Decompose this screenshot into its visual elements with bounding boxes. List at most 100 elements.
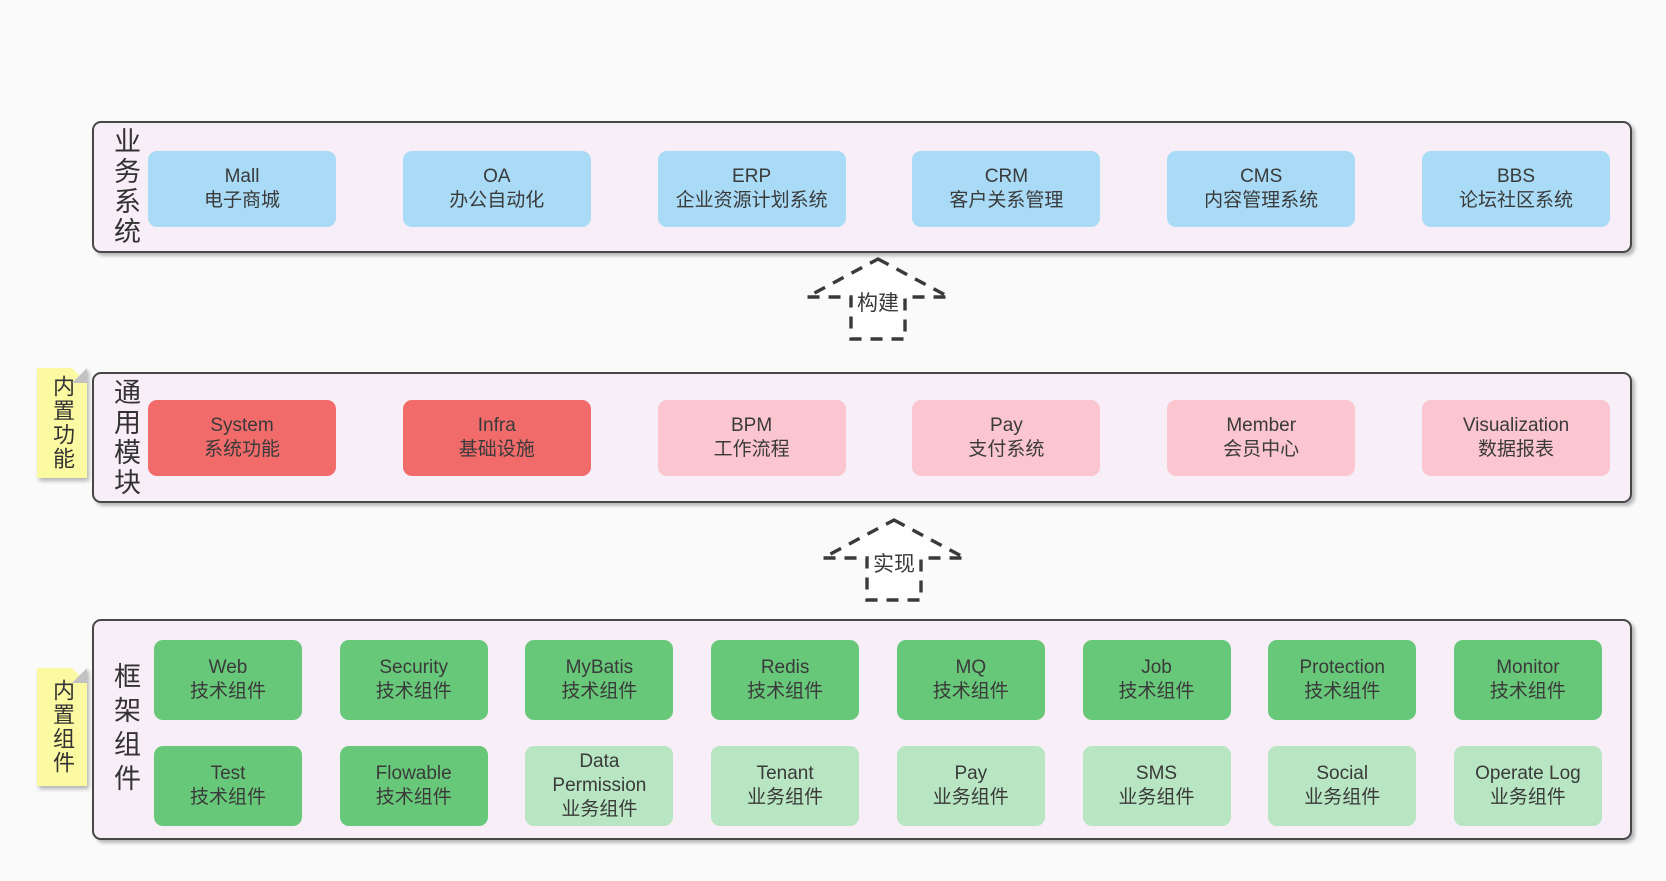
box-subtitle: 论坛社区系统 [1458,190,1573,211]
box-subtitle: 业务组件 [1489,787,1566,808]
band-label-common-modules: 通用模块 [110,377,140,498]
box-test: Test 技术组件 [154,746,302,826]
box-title: Flowable [375,763,452,785]
box-title: BBS [1496,166,1535,188]
box-erp: ERP 企业资源计划系统 [657,151,846,227]
box-subtitle: 技术组件 [561,681,638,702]
box-title: OA [483,166,511,188]
box-pay: Pay 支付系统 [912,400,1101,476]
box-subtitle: 工作流程 [713,439,790,460]
box-subtitle: 会员中心 [1223,439,1300,460]
box-title: CMS [1240,166,1283,188]
box-job: Job 技术组件 [1082,640,1231,720]
box-subtitle: 业务组件 [747,787,824,808]
box-title: Pay [954,763,988,785]
box-system: System 系统功能 [148,400,336,476]
box-oa: OA 办公自动化 [402,151,591,227]
box-title: System [210,415,274,437]
sticky-note-built-in-features: 内置功能 [37,368,87,478]
modules-boxes-row: System 系统功能 Infra 基础设施 BPM 工作流程 Pay 支付系统… [148,400,1610,476]
box-subtitle: 技术组件 [189,681,266,702]
box-title: Tenant [756,763,814,785]
box-bbs: BBS 论坛社区系统 [1421,151,1610,227]
box-subtitle: 支付系统 [968,439,1045,460]
box-title: Operate Log [1475,763,1581,785]
box-data-permission: Data Permission 业务组件 [525,746,674,826]
box-operate-log: Operate Log 业务组件 [1453,746,1602,826]
components-row-2: Test 技术组件 Flowable 技术组件 Data Permission … [154,746,1602,826]
box-subtitle: 数据报表 [1477,439,1554,460]
band-label-framework-components: 框架组件 [110,661,140,798]
box-title: Mall [224,166,260,188]
box-subtitle: 技术组件 [375,787,452,808]
box-subtitle: 内容管理系统 [1204,190,1319,211]
box-title: Social [1316,763,1369,785]
box-mybatis: MyBatis 技术组件 [525,640,674,720]
box-subtitle: 业务组件 [1118,787,1195,808]
band-common-modules: 通用模块 System 系统功能 Infra 基础设施 BPM 工作流程 Pay… [92,372,1632,503]
box-sms: SMS 业务组件 [1082,746,1231,826]
box-subtitle: 办公自动化 [449,190,545,211]
box-cms: CMS 内容管理系统 [1167,151,1356,227]
sticky-note-built-in-components: 内置组件 [37,668,87,786]
box-subtitle: 企业资源计划系统 [675,190,828,211]
box-member: Member 会员中心 [1167,400,1356,476]
arrow-implement: 实现 [820,517,968,603]
box-subtitle: 系统功能 [203,439,280,460]
box-title: SMS [1135,763,1178,785]
box-subtitle: 业务组件 [1304,787,1381,808]
box-mall: Mall 电子商城 [148,151,336,227]
arrow-label: 实现 [870,547,918,579]
box-subtitle: 基础设施 [458,439,535,460]
box-redis: Redis 技术组件 [711,640,860,720]
box-subtitle: 客户关系管理 [949,190,1064,211]
box-title: MQ [955,657,987,679]
box-title: Pay [990,415,1023,437]
box-subtitle: 电子商城 [203,190,280,211]
box-subtitle: 技术组件 [375,681,452,702]
box-subtitle: 技术组件 [932,681,1009,702]
box-social: Social 业务组件 [1268,746,1417,826]
box-subtitle: 技术组件 [747,681,824,702]
box-title: BPM [731,415,773,437]
arrow-build: 构建 [804,256,952,342]
box-flowable: Flowable 技术组件 [339,746,488,826]
box-title: Member [1226,415,1297,437]
box-title: MyBatis [565,657,634,679]
box-web: Web 技术组件 [154,640,302,720]
band-label-business-systems: 业务系统 [110,127,140,247]
box-subtitle: 技术组件 [189,787,266,808]
box-subtitle: 技术组件 [1118,681,1195,702]
box-visualization: Visualization 数据报表 [1421,400,1610,476]
box-title: Security [379,657,449,679]
box-title: Infra [477,415,516,437]
box-title: ERP [732,166,772,188]
box-title: Web [208,657,248,679]
box-crm: CRM 客户关系管理 [912,151,1101,227]
box-pay-biz: Pay 业务组件 [896,746,1045,826]
box-bpm: BPM 工作流程 [657,400,846,476]
box-infra: Infra 基础设施 [402,400,591,476]
box-mq: MQ 技术组件 [896,640,1045,720]
box-title: Visualization [1462,415,1570,437]
components-row-1: Web 技术组件 Security 技术组件 MyBatis 技术组件 Redi… [154,640,1602,720]
arrow-label: 构建 [854,286,902,318]
box-title: Redis [760,657,810,679]
box-title: CRM [984,166,1029,188]
box-subtitle: 业务组件 [932,787,1009,808]
box-subtitle: 技术组件 [1489,681,1566,702]
box-security: Security 技术组件 [339,640,488,720]
band-business-systems: 业务系统 Mall 电子商城 OA 办公自动化 ERP 企业资源计划系统 CRM… [92,121,1632,253]
box-title: Monitor [1496,657,1560,679]
box-title: Job [1141,657,1172,679]
box-title: Test [210,763,246,785]
box-monitor: Monitor 技术组件 [1453,640,1602,720]
sticky-note-label: 内置组件 [50,679,75,775]
box-tenant: Tenant 业务组件 [711,746,860,826]
box-subtitle: 技术组件 [1304,681,1381,702]
box-protection: Protection 技术组件 [1268,640,1417,720]
box-title: Protection [1299,657,1385,679]
business-boxes-row: Mall 电子商城 OA 办公自动化 ERP 企业资源计划系统 CRM 客户关系… [148,151,1610,227]
box-title: Data Permission [552,751,647,797]
